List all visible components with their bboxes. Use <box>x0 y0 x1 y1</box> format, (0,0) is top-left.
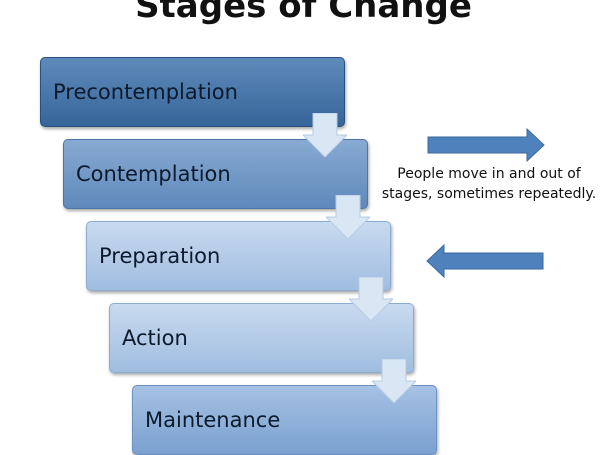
cycle-note: People move in and out of stages, someti… <box>381 166 597 202</box>
stage-preparation: Preparation <box>86 221 391 291</box>
stage-label: Action <box>122 326 188 350</box>
stage-label: Precontemplation <box>53 80 238 104</box>
stage-action: Action <box>109 303 414 373</box>
stage-contemplation: Contemplation <box>63 139 368 209</box>
page-title: Stages of Change <box>135 0 472 26</box>
down-arrow-icon <box>303 113 347 157</box>
left-arrow-icon <box>426 244 544 278</box>
stage-label: Contemplation <box>76 162 231 186</box>
stage-precontemplation: Precontemplation <box>40 57 345 127</box>
stage-label: Preparation <box>99 244 221 268</box>
right-arrow-icon <box>427 128 545 162</box>
stage-maintenance: Maintenance <box>132 385 437 455</box>
stage-label: Maintenance <box>145 408 281 432</box>
down-arrow-icon <box>372 359 416 403</box>
down-arrow-icon <box>349 277 393 321</box>
down-arrow-icon <box>326 195 370 239</box>
